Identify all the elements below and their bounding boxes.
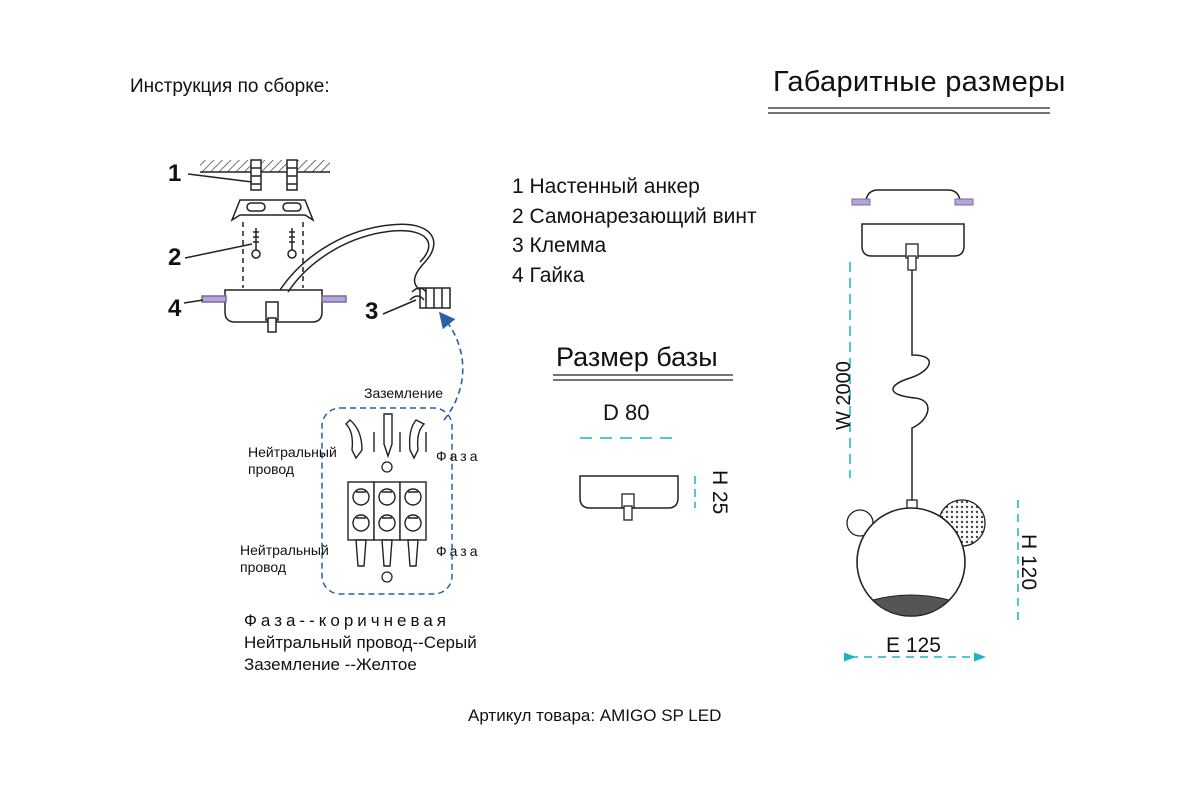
- base-diameter-label: D 80: [603, 400, 650, 425]
- instructions-title: Инструкция по сборке:: [130, 76, 330, 97]
- callout-line-4: [183, 299, 204, 304]
- callout-4: 4: [168, 295, 182, 322]
- callout-1: 1: [168, 160, 182, 187]
- color-code-ground: Заземление --Желтое: [244, 655, 417, 674]
- wiring-panel: [321, 407, 453, 595]
- neutral-label-bottom: Нейтральный провод: [240, 542, 329, 575]
- phase-label-bottom: Фаза: [436, 543, 481, 559]
- dimensions-title-underline: [768, 107, 1050, 114]
- callout-3: 3: [365, 298, 379, 325]
- neutral-label-top: Нейтральный провод: [248, 444, 337, 477]
- ceiling-hatch: [200, 160, 330, 172]
- base-size-drawing: [553, 374, 733, 521]
- base-size-title: Размер базы: [556, 342, 718, 372]
- ground-wire-top: [383, 413, 393, 459]
- legend-item: 3 Клемма: [512, 234, 607, 257]
- lamp-bracket: [865, 189, 961, 201]
- guide-lines: [242, 222, 304, 288]
- anchor-left: [250, 159, 262, 191]
- cap-nut-right: [321, 295, 347, 303]
- ground-screw-bottom: [381, 571, 393, 583]
- lamp-cable: [892, 270, 930, 500]
- article-number: Артикул товара: AMIGO SP LED: [468, 706, 722, 725]
- ground-label: Заземление: [364, 385, 444, 401]
- power-cable: [279, 223, 435, 291]
- legend-item: 1 Настенный анкер: [512, 175, 700, 198]
- lamp-height-label: H 120: [1017, 534, 1040, 591]
- color-code-neutral: Нейтральный провод--Серый: [244, 633, 477, 652]
- parts-legend: 1 Настенный анкер 2 Самонарезающий винт …: [512, 172, 757, 290]
- lamp-canopy: [861, 223, 965, 257]
- callout-line-1: [187, 173, 253, 183]
- globe-bottom: [872, 594, 950, 617]
- ground-screw-top: [381, 461, 393, 473]
- legend-item: 2 Самонарезающий винт: [512, 204, 757, 228]
- anchor-right: [286, 159, 298, 191]
- neutral-wire-top: [345, 419, 363, 460]
- callout-line-3: [382, 299, 417, 315]
- cap-nut-left: [201, 295, 227, 303]
- color-code-phase: Фаза--коричневая: [244, 611, 450, 630]
- base-shape: [579, 475, 679, 509]
- callout-line-2: [184, 243, 253, 259]
- pendant-lamp-drawing: [844, 189, 1019, 662]
- mounting-assembly: [183, 159, 451, 333]
- base-height-label: H 25: [708, 470, 731, 515]
- phase-label-top: Фаза: [436, 448, 481, 464]
- cable-length-label: W 2000: [833, 361, 855, 430]
- dimensions-title: Габаритные размеры: [773, 66, 1066, 98]
- callout-2: 2: [168, 244, 182, 271]
- phase-wire-top: [408, 419, 426, 460]
- mounting-bracket: [230, 199, 315, 222]
- lamp-width-label: E 125: [886, 634, 941, 657]
- terminal-blocks: [347, 481, 427, 567]
- zoom-arrow: [438, 311, 464, 421]
- color-code-list: Фаза--коричневая Нейтральный провод--Сер…: [244, 610, 477, 676]
- legend-item: 4 Гайка: [512, 263, 585, 287]
